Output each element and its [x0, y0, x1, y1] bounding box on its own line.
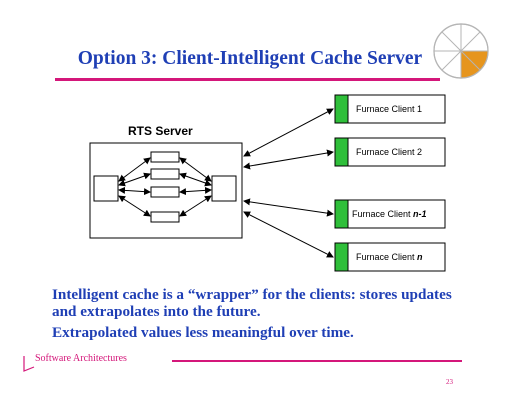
title-underline	[55, 78, 440, 81]
client-box-4	[334, 242, 446, 272]
bullet-cache-wrapper: Intelligent cache is a “wrapper” for the…	[52, 286, 452, 320]
client-marker-3	[334, 199, 349, 229]
inner-right-node	[211, 175, 237, 202]
client-label-1: Furnace Client 1	[356, 104, 423, 114]
inner-buffer-1	[150, 151, 180, 163]
inner-buffer-2	[150, 168, 180, 180]
inner-buffer-4	[150, 211, 180, 223]
client-label-2: Furnace Client 2	[356, 147, 423, 157]
client-box-3	[334, 199, 446, 229]
client-marker-1	[334, 94, 349, 124]
footer-rule	[172, 360, 462, 362]
inner-left-node	[93, 175, 119, 202]
wheel-logo-icon	[433, 23, 489, 79]
client-marker-4	[334, 242, 349, 272]
rts-server-label: RTS Server	[128, 124, 193, 138]
footer-label: Software Architectures	[35, 353, 127, 364]
client-label-4: Furnace Client n	[356, 252, 423, 262]
slide-title: Option 3: Client-Intelligent Cache Serve…	[77, 48, 423, 69]
client-box-2	[334, 137, 446, 167]
inner-buffer-3	[150, 186, 180, 198]
client-marker-2	[334, 137, 349, 167]
page-number: 23	[446, 378, 453, 386]
client-box-1	[334, 94, 446, 124]
bullet-extrapolated-values: Extrapolated values less meaningful over…	[52, 324, 354, 341]
corner-bracket-icon	[23, 356, 35, 372]
client-label-3: Furnace Client n-1	[352, 209, 427, 219]
